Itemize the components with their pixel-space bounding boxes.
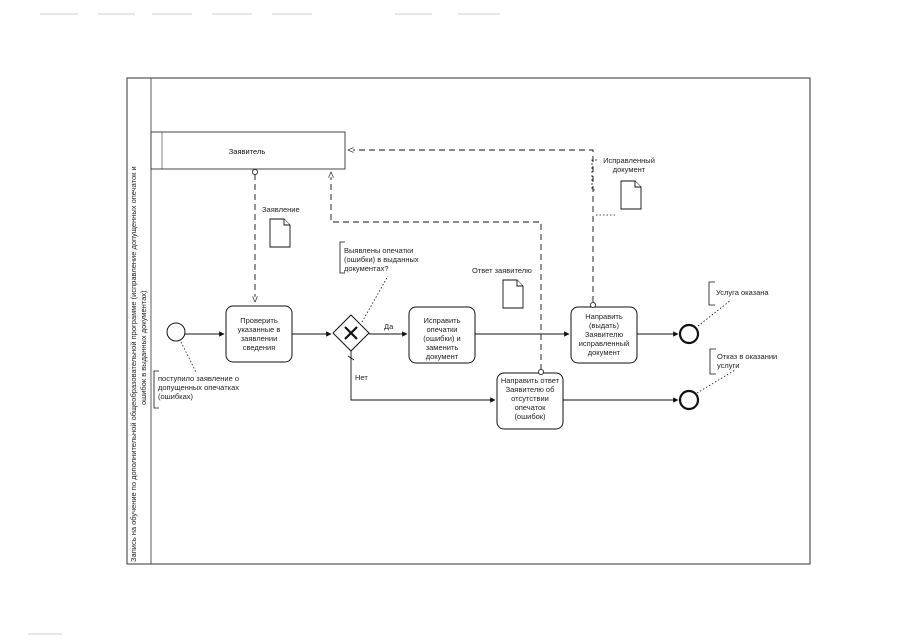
end-event-service-provided[interactable] [678,323,700,345]
document-icon [620,180,642,210]
applicant-lane [150,131,346,170]
document-icon [502,279,524,309]
artifact-corrected-doc-label: Исправленный документ [603,156,655,174]
task-send-reply-label: Направить ответ Заявителю об отсутствии … [500,376,560,421]
artifact-application-label: Заявление [262,205,300,214]
message-flow-ends [251,168,597,375]
pool-frame [126,77,811,565]
exclusive-gateway[interactable] [332,314,370,352]
annotation-associations [180,214,736,394]
scan-marks [28,13,500,635]
annotation-end-done: Услуга оказана [716,288,769,297]
annotation-end-refused: Отказ в оказании услуги [717,352,778,370]
task-send-doc-label: Направить (выдать) Заявителю исправленны… [578,312,630,357]
start-event[interactable] [166,322,186,342]
sequence-flows [185,331,679,403]
annotation-start: поступило заявление о допущенных опечатк… [158,374,240,401]
task-send-reply[interactable] [496,372,564,430]
message-flows [255,150,594,370]
artifact-reply-label: Ответ заявителю [472,266,532,275]
annotation-brackets [153,159,716,409]
task-fix[interactable] [408,306,476,364]
end-event-service-refused[interactable] [678,389,700,411]
gateway-question: Выявлены опечатки (ошибки) в выданных до… [344,246,419,273]
applicant-lane-label: Заявитель [229,147,266,156]
document-icon [269,218,291,248]
flow-label-yes: Да [384,322,394,331]
task-send-doc[interactable] [570,306,638,364]
pool-title-line2: ошибок в выданных документах) [139,290,148,405]
pool-title-line1: Запись на обучение по дополнительной общ… [129,166,138,562]
task-fix-label: Исправить опечатки (ошибки) и заменить д… [423,316,461,361]
flow-label-no: Нет [355,373,368,382]
task-check-label: Проверить указанные в заявлении сведения [237,316,281,352]
